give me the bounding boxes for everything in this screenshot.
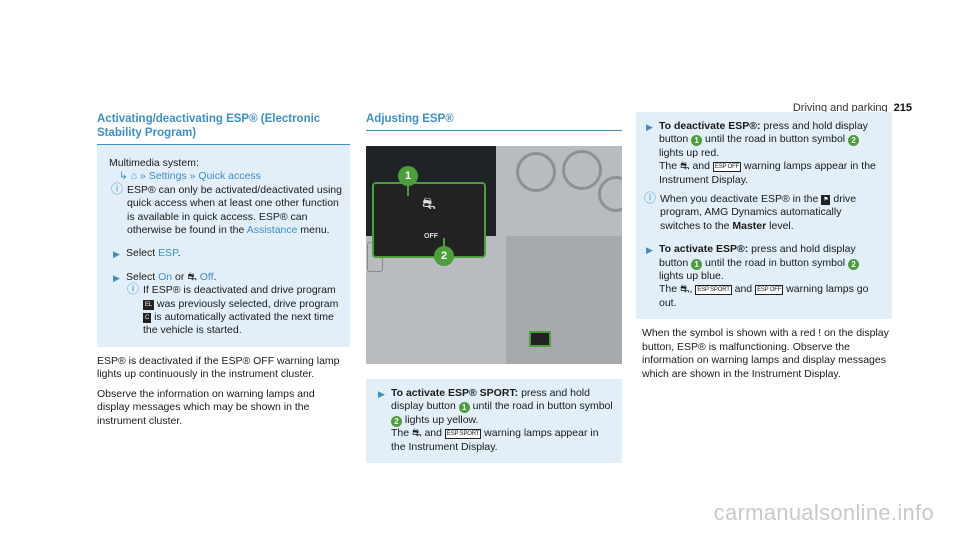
amg-dynamics-note: ⓘ When you deactivate ESP® in the ⚑ driv… xyxy=(644,191,857,232)
step-deactivate-esp: ▶ To deactivate ESP®: press and hold dis… xyxy=(646,120,876,186)
page-number: 215 xyxy=(893,102,912,114)
esp-off-lamp-icon: ESP OFF xyxy=(755,285,784,296)
air-vent xyxy=(598,176,622,212)
callout-leader xyxy=(407,182,409,196)
button-off-label: OFF xyxy=(424,233,438,240)
watermark: carmanualsonline.info xyxy=(713,499,934,525)
instruction-box: Multimedia system: ↳ ⌂ » Settings » Quic… xyxy=(97,145,350,347)
step-arrow-icon: ▶ xyxy=(646,122,653,132)
callout-ref-1: 1 xyxy=(691,258,703,270)
step-activate-esp: ▶ To activate ESP®: press and hold displ… xyxy=(646,243,869,309)
car-skid-icon: ⛐ xyxy=(187,270,197,283)
heading-rule xyxy=(366,130,622,131)
on-option[interactable]: On xyxy=(158,270,173,283)
console-button xyxy=(529,331,551,347)
info-icon: ⓘ xyxy=(127,282,140,297)
car-skid-icon: ⛐ xyxy=(422,196,436,213)
double-chevron-icon: » xyxy=(140,170,146,183)
callout-2: 2 xyxy=(434,246,454,266)
home-icon: ⌂ xyxy=(130,170,138,183)
display-button: ⛐ OFF xyxy=(372,182,486,258)
instruction-box: ▶ To activate ESP® SPORT: press and hold… xyxy=(366,379,622,464)
callout-ref-1: 1 xyxy=(458,402,470,414)
esp-off-lamp-icon: ESP OFF xyxy=(712,162,742,173)
step-arrow-icon: ▶ xyxy=(646,245,653,256)
step-arrow-icon: ▶ xyxy=(378,389,385,399)
section-title: Driving and parking xyxy=(792,102,888,114)
malfunction-paragraph: When the symbol is shown with a red ! on… xyxy=(642,327,889,380)
quick-access-link[interactable]: Quick access xyxy=(198,170,261,183)
section-heading-adjusting: Adjusting ESP® xyxy=(366,113,454,125)
observe-paragraph: Observe the information on warning lamps… xyxy=(97,387,315,427)
system-label: Multimedia system: xyxy=(109,157,199,169)
instruction-box: ▶ To deactivate ESP®: press and hold dis… xyxy=(636,112,892,320)
car-skid-off-icon: ⛐ xyxy=(680,283,690,296)
arrow-icon: ↳ xyxy=(119,170,128,183)
info-icon: ⓘ xyxy=(644,191,657,206)
car-skid-off-icon: ⛐ xyxy=(412,427,422,440)
off-option[interactable]: Off xyxy=(199,270,214,283)
assistance-link[interactable]: Assistance xyxy=(246,224,298,237)
settings-link[interactable]: Settings xyxy=(148,170,187,183)
callout-ref-2: 2 xyxy=(848,135,860,147)
drive-program-note: ⓘ If ESP® is deactivated and drive progr… xyxy=(127,282,339,337)
double-chevron-icon: » xyxy=(189,170,196,183)
column-adjusting-esp: Adjusting ESP® ⛐ OFF 1 2 ▶ To activate E… xyxy=(366,112,622,464)
step-esp-sport: ▶ To activate ESP® SPORT: press and hold… xyxy=(378,387,613,453)
drive-program-c-icon: C xyxy=(143,313,152,324)
drive-program-el-icon: EL xyxy=(143,299,154,310)
air-vent xyxy=(562,150,602,190)
esp-button-figure: ⛐ OFF 1 2 xyxy=(366,146,622,364)
menu-path: ↳ ⌂ » Settings » Quick access xyxy=(109,170,346,183)
race-drive-program-icon: ⚑ xyxy=(821,195,831,206)
step-arrow-icon: ▶ xyxy=(113,249,120,260)
car-skid-off-icon: ⛐ xyxy=(680,160,690,173)
air-vent xyxy=(516,152,556,192)
column-activate-deactivate: ▶ To deactivate ESP®: press and hold dis… xyxy=(636,112,892,381)
column-esp-activation: Activating/deactivating ESP® (Electronic… xyxy=(97,112,350,428)
page-header: Driving and parking 215 xyxy=(793,102,912,115)
center-console xyxy=(506,236,622,364)
step-select-esp: ▶ Select ESP. xyxy=(109,247,346,260)
esp-sport-lamp-icon: ESP SPORT xyxy=(444,429,482,440)
section-heading-esp: Activating/deactivating ESP® (Electronic… xyxy=(97,113,321,139)
callout-ref-2: 2 xyxy=(848,258,860,270)
step-select-on-off: ▶ Select On or ⛐ Off. xyxy=(109,271,346,284)
esp-sport-lamp-icon: ESP SPORT xyxy=(695,285,732,296)
esp-off-paragraph: ESP® is deactivated if the ESP® OFF warn… xyxy=(97,354,340,381)
callout-ref-2: 2 xyxy=(391,415,402,427)
callout-ref-1: 1 xyxy=(691,135,703,147)
step-arrow-icon: ▶ xyxy=(113,272,120,283)
callout-1: 1 xyxy=(398,166,418,186)
esp-link[interactable]: ESP xyxy=(158,247,178,260)
heading-rule xyxy=(97,144,350,145)
info-icon: ⓘ xyxy=(111,181,124,196)
info-note: ⓘ ESP® can only be activated/deactivated… xyxy=(111,181,342,237)
